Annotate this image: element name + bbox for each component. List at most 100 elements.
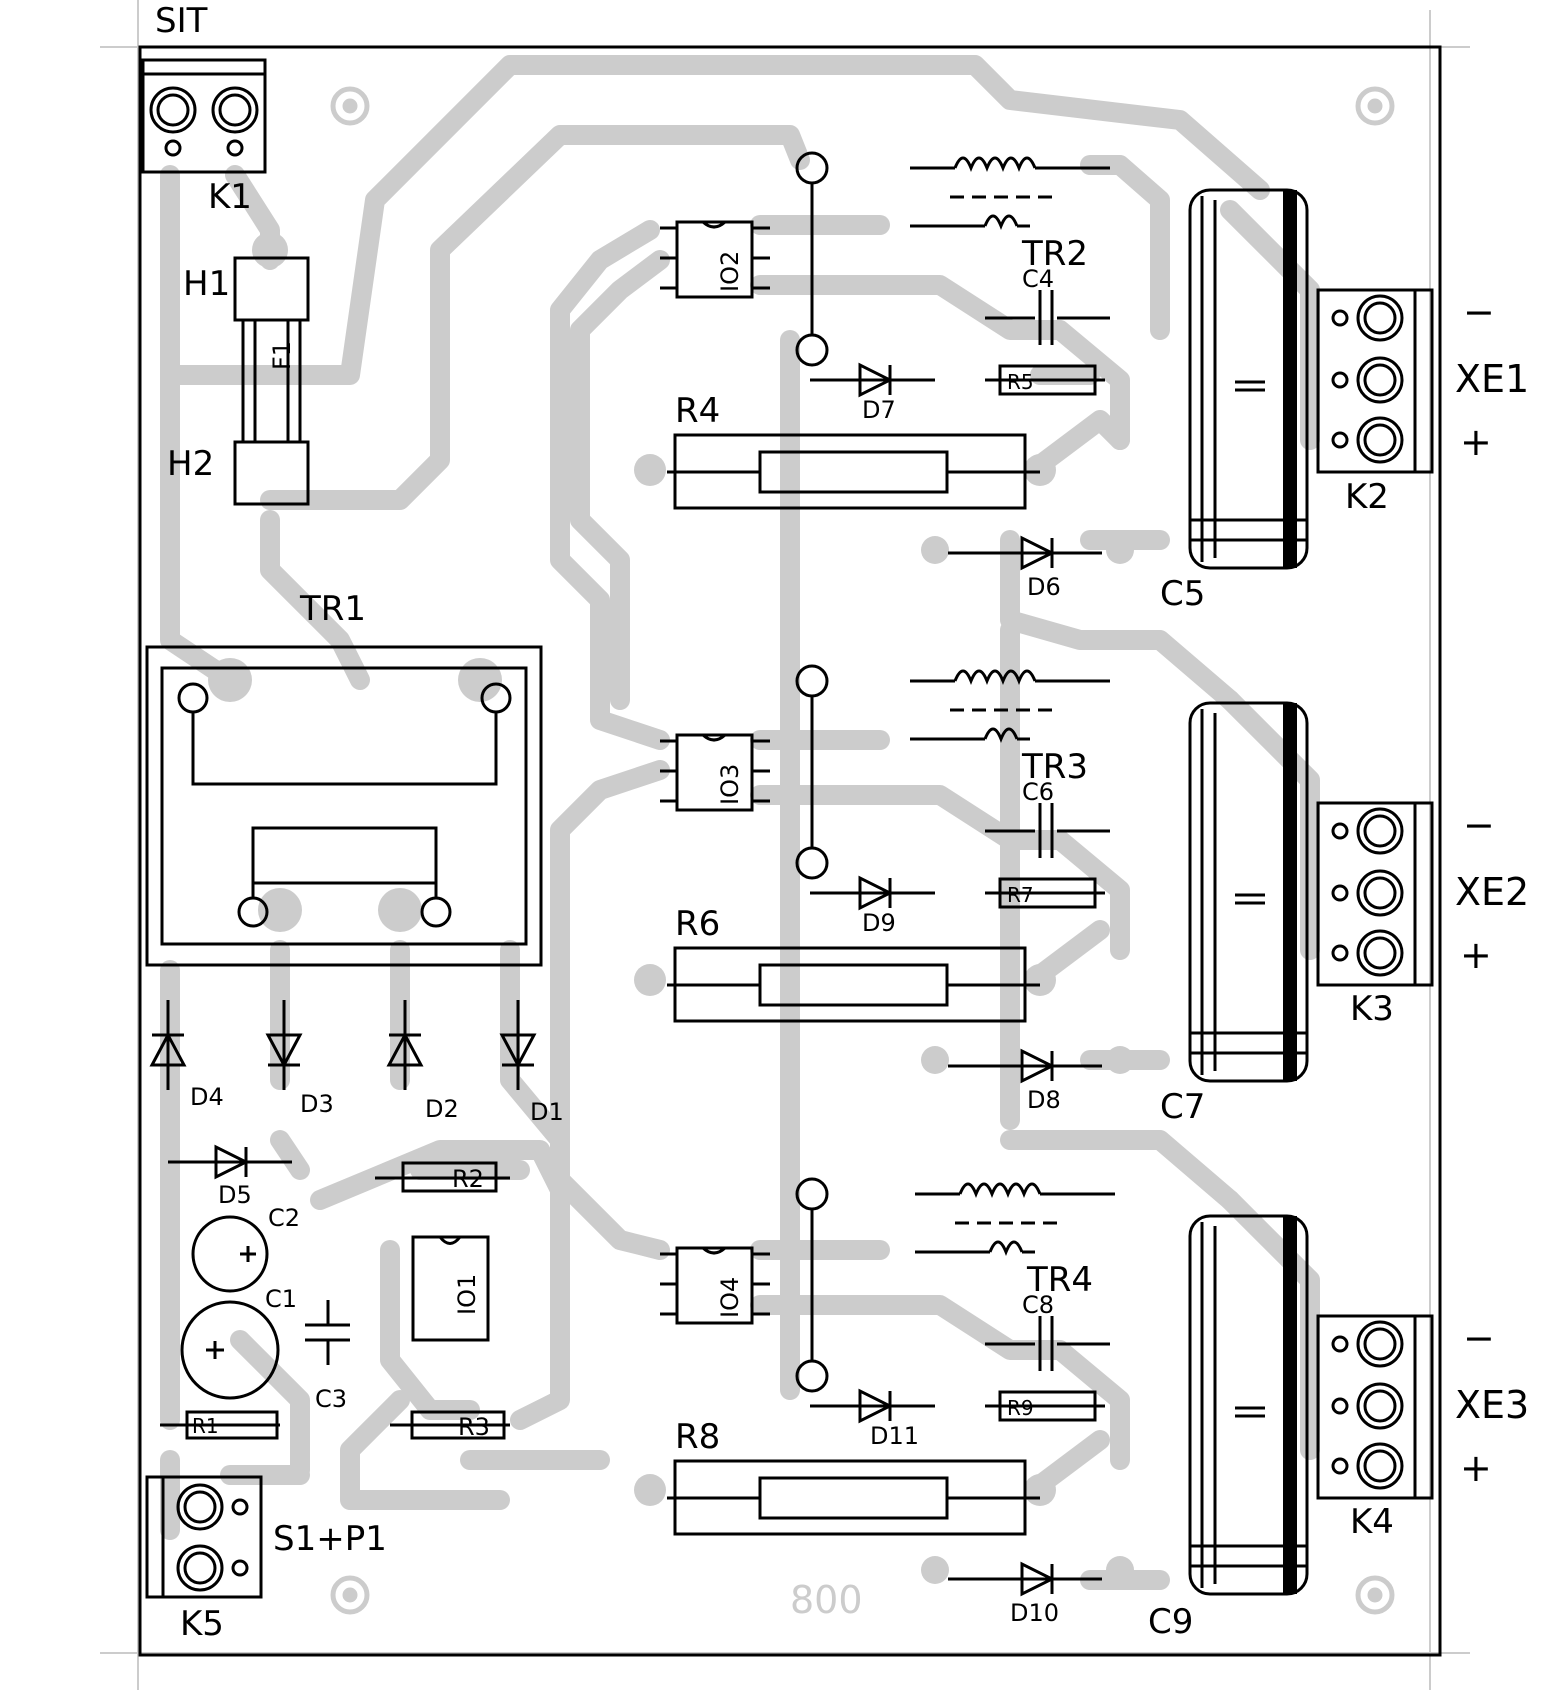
resistor-r7 <box>985 877 1105 909</box>
label-d5: D5 <box>218 1181 252 1209</box>
label-h2: H2 <box>167 444 214 484</box>
terminal-k1 <box>141 58 267 174</box>
board-code: 800 <box>790 1578 863 1622</box>
transformer-tr2 <box>910 156 1110 231</box>
fuse-f1 <box>233 256 310 506</box>
terminal-k3 <box>1316 801 1434 987</box>
diode-d9 <box>810 875 935 911</box>
diode-d11 <box>810 1388 935 1424</box>
diode-d4 <box>149 1000 187 1090</box>
label-c4: C4 <box>1022 265 1054 293</box>
label-c6: C6 <box>1022 778 1054 806</box>
transformer-tr3 <box>910 669 1110 744</box>
label-d7: D7 <box>862 396 896 424</box>
label-d4: D4 <box>190 1083 224 1111</box>
capacitor-c6 <box>985 803 1110 858</box>
label-r9: R9 <box>1007 1396 1034 1420</box>
label-k3: K3 <box>1350 989 1394 1029</box>
capacitor-c5-stripe <box>1283 190 1297 568</box>
component-labels: K1 H1 H2 F1 TR1 D4 D3 D2 D1 D5 R2 C2 C1 … <box>167 177 1529 1644</box>
label-r1: R1 <box>192 1414 219 1438</box>
capacitor-c9-stripe <box>1283 1216 1297 1594</box>
mounting-holes <box>330 86 1395 1615</box>
label-io3: IO3 <box>716 764 744 805</box>
label-d8: D8 <box>1027 1086 1061 1114</box>
label-tr2: TR2 <box>1021 234 1088 274</box>
label-k2: K2 <box>1345 477 1389 517</box>
terminal-k5 <box>145 1475 263 1599</box>
label-c8: C8 <box>1022 1291 1054 1319</box>
label-k1: K1 <box>208 177 252 217</box>
label-c5: C5 <box>1160 574 1205 614</box>
resistor-r8 <box>667 1459 1040 1536</box>
resistor-r1 <box>160 1410 280 1440</box>
capacitor-c2 <box>191 1215 269 1293</box>
label-k3-plus: + <box>1460 933 1492 977</box>
label-c7: C7 <box>1160 1087 1205 1127</box>
label-xe2: XE2 <box>1455 870 1529 914</box>
label-r8: R8 <box>675 1417 720 1457</box>
label-c3: C3 <box>315 1385 347 1413</box>
label-r5: R5 <box>1007 370 1034 394</box>
label-d1: D1 <box>530 1098 564 1126</box>
resistor-r5 <box>985 364 1105 396</box>
resistor-r9 <box>985 1390 1105 1422</box>
label-k5: K5 <box>180 1604 224 1644</box>
ic-io2 <box>660 220 770 299</box>
label-k3-minus: − <box>1463 803 1495 847</box>
ic-io4 <box>660 1246 770 1325</box>
label-d3: D3 <box>300 1090 334 1118</box>
label-c2: C2 <box>268 1204 300 1232</box>
copper-pads <box>208 232 1134 1584</box>
resistor-r2 <box>375 1161 510 1193</box>
diode-d6 <box>948 535 1102 571</box>
label-tr3: TR3 <box>1021 747 1088 787</box>
capacitor-c3 <box>305 1300 350 1365</box>
label-r7: R7 <box>1007 883 1034 907</box>
terminal-k2 <box>1316 288 1434 474</box>
transformer-tr1 <box>145 645 543 967</box>
label-r6: R6 <box>675 904 720 944</box>
label-d9: D9 <box>862 909 896 937</box>
diode-d2 <box>386 1000 424 1090</box>
label-xe1: XE1 <box>1455 357 1529 401</box>
label-r2: R2 <box>452 1165 484 1193</box>
label-d6: D6 <box>1027 573 1061 601</box>
label-io1: IO1 <box>453 1274 481 1315</box>
ic-io3 <box>660 733 770 812</box>
label-xe3: XE3 <box>1455 1383 1529 1427</box>
jumper-wire-2 <box>795 664 829 880</box>
label-k2-minus: − <box>1463 290 1495 334</box>
label-io2: IO2 <box>716 251 744 292</box>
label-tr1: TR1 <box>299 589 366 629</box>
label-k4-plus: + <box>1460 1446 1492 1490</box>
label-k4-minus: − <box>1463 1316 1495 1360</box>
label-tr4: TR4 <box>1026 1260 1093 1300</box>
label-c9: C9 <box>1148 1602 1193 1642</box>
label-c1: C1 <box>265 1285 297 1313</box>
resistor-r4 <box>667 433 1040 510</box>
transformer-tr4 <box>915 1182 1115 1257</box>
capacitor-c4 <box>985 290 1110 345</box>
ic-io1 <box>411 1235 490 1342</box>
jumper-wire-1 <box>795 151 829 367</box>
label-d10: D10 <box>1010 1599 1059 1627</box>
copper-traces <box>160 55 1320 1590</box>
diode-d1 <box>499 1000 537 1090</box>
label-io4: IO4 <box>716 1277 744 1318</box>
terminal-k4 <box>1316 1314 1434 1500</box>
resistor-r3 <box>390 1410 510 1440</box>
label-k4: K4 <box>1350 1502 1394 1542</box>
diode-d7 <box>810 362 935 398</box>
capacitor-c9 <box>1188 1214 1309 1596</box>
board-outline <box>138 45 1442 1657</box>
diode-d5 <box>168 1144 292 1180</box>
label-f1: F1 <box>268 341 296 370</box>
label-s1p1: S1+P1 <box>273 1519 387 1559</box>
label-h1: H1 <box>183 264 230 304</box>
diode-d10 <box>948 1561 1102 1597</box>
label-d11: D11 <box>870 1422 919 1450</box>
resistor-r6 <box>667 946 1040 1023</box>
diode-d3 <box>265 1000 303 1090</box>
